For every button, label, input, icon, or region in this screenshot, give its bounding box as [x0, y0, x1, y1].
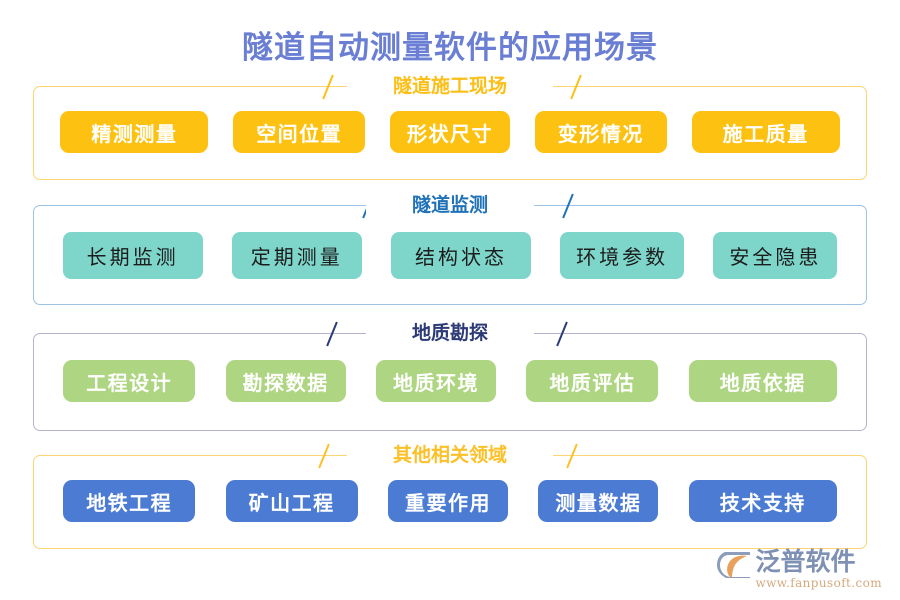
header-slash-left-icon — [362, 193, 374, 219]
section-header: 地质勘探 — [34, 319, 866, 347]
chip-item[interactable]: 勘探数据 — [225, 360, 346, 402]
chip-item[interactable]: 定期测量 — [231, 232, 362, 279]
page-title: 隧道自动测量软件的应用场景 — [242, 30, 658, 66]
section-geological-exploration: 地质勘探 工程设计 勘探数据 地质环境 地质评估 地质依据 — [33, 319, 867, 431]
brand-logo: 泛普软件 www.fanpusoft.com — [717, 549, 882, 590]
header-slash-left-icon — [318, 443, 330, 469]
section-tunnel-construction-site: 隧道施工现场 精测测量 空间位置 形状尺寸 变形情况 施工质量 — [33, 72, 867, 180]
header-slash-left-icon — [326, 321, 338, 347]
section-header-label: 隧道监测 — [365, 191, 534, 219]
chip-item[interactable]: 重要作用 — [387, 480, 508, 522]
header-slash-right-icon — [562, 193, 574, 219]
chip-row: 地铁工程 矿山工程 重要作用 测量数据 技术支持 — [34, 480, 866, 522]
chip-item[interactable]: 技术支持 — [688, 480, 837, 522]
section-header: 隧道监测 — [34, 191, 866, 219]
header-slash-left-icon — [322, 74, 334, 100]
chip-item[interactable]: 测量数据 — [538, 480, 659, 522]
section-header-label: 地质勘探 — [365, 319, 534, 347]
logo-company-name: 泛普软件 — [755, 547, 856, 576]
chip-item[interactable]: 变形情况 — [534, 111, 667, 153]
section-header-label: 隧道施工现场 — [346, 72, 553, 100]
section-header: 其他相关领域 — [34, 441, 866, 469]
header-slash-right-icon — [566, 443, 578, 469]
chip-item[interactable]: 地质评估 — [526, 360, 659, 402]
chip-item[interactable]: 地铁工程 — [63, 480, 196, 522]
section-header-label: 其他相关领域 — [346, 441, 553, 469]
logo-website-url: www.fanpusoft.com — [755, 576, 882, 590]
chip-item[interactable]: 工程设计 — [63, 360, 196, 402]
chip-row: 长期监测 定期测量 结构状态 环境参数 安全隐患 — [34, 232, 866, 279]
chip-item[interactable]: 地质依据 — [688, 360, 837, 402]
chip-item[interactable]: 形状尺寸 — [389, 111, 510, 153]
section-tunnel-monitoring: 隧道监测 长期监测 定期测量 结构状态 环境参数 安全隐患 — [33, 191, 867, 305]
chip-item[interactable]: 地质环境 — [375, 360, 496, 402]
chip-row: 精测测量 空间位置 形状尺寸 变形情况 施工质量 — [34, 111, 866, 153]
header-slash-right-icon — [556, 321, 568, 347]
chip-item[interactable]: 结构状态 — [390, 232, 531, 279]
chip-item[interactable]: 施工质量 — [691, 111, 840, 153]
chip-item[interactable]: 空间位置 — [233, 111, 366, 153]
chip-item[interactable]: 环境参数 — [560, 232, 685, 279]
section-header: 隧道施工现场 — [34, 72, 866, 100]
chip-item[interactable]: 长期监测 — [62, 232, 203, 279]
fanpu-logo-mark-icon — [717, 552, 751, 578]
header-slash-right-icon — [570, 74, 582, 100]
chip-item[interactable]: 矿山工程 — [225, 480, 358, 522]
chip-item[interactable]: 安全隐患 — [713, 232, 838, 279]
chip-item[interactable]: 精测测量 — [60, 111, 209, 153]
chip-row: 工程设计 勘探数据 地质环境 地质评估 地质依据 — [34, 360, 866, 402]
logo-text: 泛普软件 www.fanpusoft.com — [755, 547, 882, 591]
section-other-related-fields: 其他相关领域 地铁工程 矿山工程 重要作用 测量数据 技术支持 — [33, 441, 867, 549]
